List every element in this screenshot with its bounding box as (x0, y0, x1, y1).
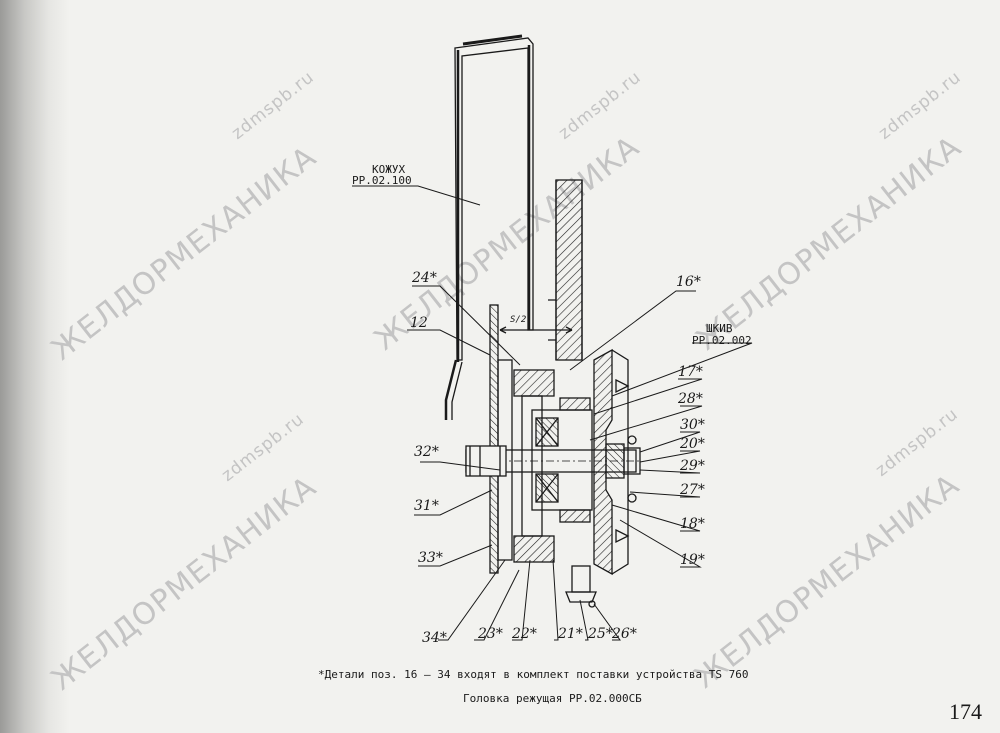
pulley-label-code: РР.02.002 (692, 334, 752, 347)
position-label: 21* (558, 626, 583, 642)
position-label: 31* (414, 498, 439, 514)
position-label: 25* (588, 626, 613, 642)
pulley-label-title: ШКИВ (706, 322, 733, 335)
position-label: 32* (414, 444, 439, 460)
position-label: 27* (680, 482, 705, 498)
position-label: 23* (478, 626, 503, 642)
page-binding-shadow (0, 0, 70, 733)
flanges (513, 369, 555, 563)
position-label: 12 (410, 315, 428, 331)
lower-bolt (565, 565, 597, 608)
guard-label-code: РР.02.100 (352, 174, 412, 187)
position-label: 16* (676, 274, 701, 290)
parts-note: *Детали поз. 16 – 34 входят в комплект п… (318, 668, 749, 681)
position-label: 30* (680, 417, 705, 433)
position-label: 29* (680, 458, 705, 474)
position-label: 26* (612, 626, 637, 642)
position-label: 28* (678, 391, 703, 407)
dimension-line (499, 326, 573, 334)
position-label: 19* (680, 552, 705, 568)
guard-label-title: КОЖУХ (372, 163, 406, 176)
position-label: 33* (418, 550, 443, 566)
bearing-housing (531, 397, 593, 523)
leader-lines (352, 185, 753, 641)
pulley (593, 348, 630, 576)
position-label: 20* (680, 436, 705, 452)
nut-right (605, 435, 641, 503)
position-label: 18* (680, 516, 705, 532)
dimension-label: S/2 (510, 315, 527, 325)
position-label: 17* (678, 364, 703, 380)
position-label: 24* (412, 270, 437, 286)
position-label: 34* (422, 630, 447, 646)
page-number: 174 (949, 699, 982, 724)
drawing-title: Головка режущая РР.02.000СБ (463, 692, 642, 705)
blade-plate (489, 304, 513, 574)
position-label: 22* (512, 626, 537, 642)
blade-arm (548, 179, 583, 361)
guard-housing (444, 34, 534, 420)
